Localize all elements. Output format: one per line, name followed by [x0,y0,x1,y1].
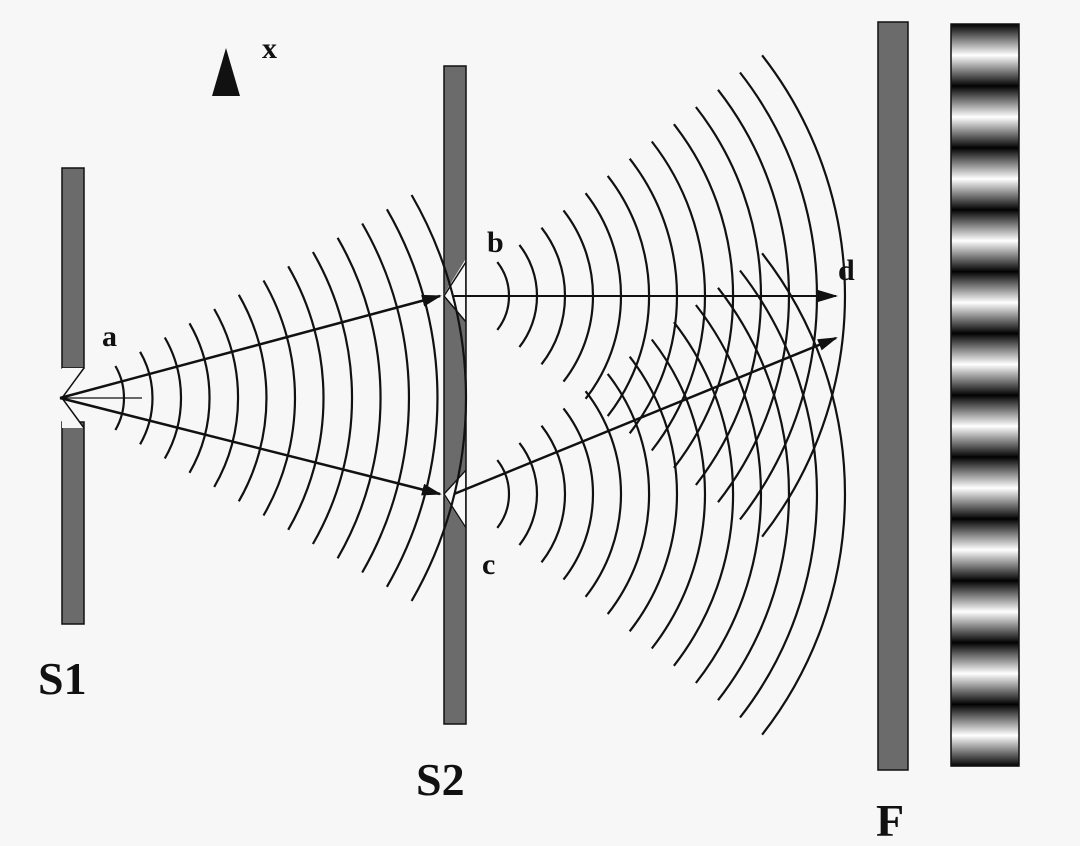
fringe-band [951,704,1019,767]
fringe-band [951,518,1019,582]
fringe-band [951,271,1019,334]
fringe-band [951,24,1019,87]
wavefront-arc-b [761,54,847,538]
fringe-band [951,333,1019,396]
label-b: b [487,226,504,259]
film-f-plate [877,21,909,771]
label-s2: S2 [416,754,465,805]
wavefront-arc-a [311,251,354,545]
interference-fringes [951,24,1019,767]
slit-b-gap [443,260,465,320]
ray-a-to-b [59,294,442,400]
wavefront-arc-c [518,442,539,546]
wavefront-arc-a [237,294,268,502]
label-c: c [482,548,495,581]
ray-c-to-d [453,336,838,496]
label-f: F [876,795,904,846]
wavefront-arc-a [287,265,325,531]
wavefront-arc-a [385,208,439,588]
axis-label: x [262,32,277,65]
fringe-band [951,147,1019,211]
slit-b-edge [443,261,467,323]
fringe-band [951,209,1019,272]
fringe-band [951,395,1019,458]
wavefront-arc-a [410,194,468,602]
wavefront-arc-c [628,356,679,632]
slit-a-lip [62,368,84,428]
wavefront-arc-a [262,279,297,517]
wavefront-arc-a [336,237,382,559]
wavefront-arc-a [163,336,183,460]
wavefront-arc-c [695,304,763,684]
label-s1: S1 [38,653,87,704]
wavefront-arc-a [213,308,240,488]
wavefront-arc-a [188,322,211,474]
ray-a-to-c [59,396,442,496]
barrier-s1-top [61,167,85,369]
wavefront-arc-c [606,373,651,615]
wavefront-arc-c [496,459,511,529]
fringe-band [951,456,1019,520]
wavefronts [114,54,847,736]
wavefront-arc-a [361,222,411,574]
fringe-frame [950,23,1020,767]
label-d: d [838,254,855,287]
fringe-band [951,580,1019,643]
axis-arrow-icon [212,48,240,96]
fringe-band [951,85,1019,149]
fringe-band [951,642,1019,705]
wavefront-arc-c [562,407,594,581]
label-a: a [102,320,117,353]
barrier-s2 [443,65,467,725]
wavefront-arc-c [584,390,623,598]
wavefront-arc-c [761,252,847,736]
barrier-s1-bottom [61,421,85,625]
wavefront-arc-c [650,338,707,650]
wavefront-arc-c [717,287,791,701]
wavefront-arc-c [739,269,818,719]
wavefront-arc-c [673,321,735,667]
wavefront-arc-c [540,425,567,563]
wavefront-arc-a [139,351,154,445]
